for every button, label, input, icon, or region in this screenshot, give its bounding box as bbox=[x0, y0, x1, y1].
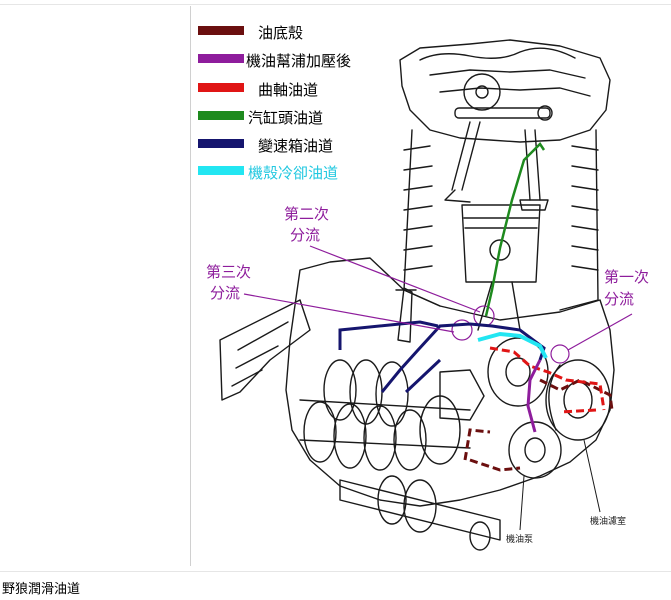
label-third-split-line2: 分流 bbox=[210, 284, 240, 302]
legend-label-oil-pan: 油底殼 bbox=[258, 24, 303, 42]
leader-third-split bbox=[243, 293, 455, 333]
legend-label-cylinder-head-passage: 汽缸頭油道 bbox=[248, 109, 323, 127]
annotations: 第二次 分流 第三次 分流 第一次 分流 機油濾室 機油泵 bbox=[206, 205, 649, 545]
bottom-divider bbox=[0, 571, 671, 572]
leader-oil-filter-room bbox=[583, 439, 601, 513]
legend-swatch-cylinder-head-passage bbox=[198, 111, 244, 120]
leader-second-split bbox=[309, 245, 481, 313]
split-point-first bbox=[550, 344, 570, 364]
label-second-split-line2: 分流 bbox=[290, 226, 320, 244]
gearbox-gears bbox=[299, 359, 471, 471]
cylinder-barrel bbox=[403, 129, 599, 311]
legend-swatch-pump-pressurized bbox=[198, 54, 244, 63]
legend-label-gearbox-passage: 變速箱油道 bbox=[258, 137, 333, 155]
engine-mount-left bbox=[219, 299, 311, 401]
figure-caption: 野狼潤滑油道 bbox=[2, 582, 81, 597]
label-first-split-line1: 第一次 bbox=[604, 268, 649, 286]
valve-right bbox=[524, 129, 541, 201]
engine-lubrication-diagram: 油底殼 機油幫浦加壓後 曲軸油道 汽缸頭油道 變速箱油道 機殼冷卻油道 bbox=[198, 24, 649, 551]
legend-swatch-crankshaft-passage bbox=[198, 83, 244, 92]
legend-swatch-gearbox-passage bbox=[198, 139, 244, 148]
figure-left-border bbox=[190, 6, 191, 566]
oil-filter-cover bbox=[545, 359, 611, 441]
legend-label-case-cooling-passage: 機殼冷卻油道 bbox=[248, 164, 338, 182]
pump-pressurized-passage bbox=[526, 359, 542, 433]
top-divider bbox=[0, 4, 671, 5]
legend-label-pump-pressurized: 機油幫浦加壓後 bbox=[246, 52, 351, 70]
cylinder-head-outline bbox=[399, 39, 611, 143]
label-third-split-line1: 第三次 bbox=[206, 263, 251, 281]
gearbox-passage-branch bbox=[404, 358, 442, 394]
valve-left bbox=[451, 121, 481, 191]
cylinder-fins-left bbox=[403, 145, 433, 271]
rocker-shaft bbox=[454, 107, 551, 119]
spark-plug bbox=[397, 287, 413, 343]
leader-first-split bbox=[567, 313, 633, 351]
leader-oil-pump bbox=[519, 475, 525, 531]
label-oil-pump: 機油泵 bbox=[506, 533, 533, 545]
label-first-split-line2: 分流 bbox=[604, 290, 634, 308]
cylinder-fins-right bbox=[571, 145, 599, 271]
crankshaft-passage bbox=[489, 346, 606, 414]
legend-swatch-oil-pan bbox=[198, 26, 244, 35]
split-point-third bbox=[451, 319, 473, 341]
valve-cover-contour bbox=[419, 47, 576, 61]
label-oil-filter-room: 機油濾室 bbox=[590, 515, 626, 527]
oil-pump-housing bbox=[508, 421, 562, 479]
cam-sprocket bbox=[463, 73, 501, 111]
clutch-hub bbox=[439, 369, 485, 421]
output-shaft bbox=[339, 475, 501, 551]
case-cooling-passage bbox=[477, 331, 548, 359]
crankcase-outline bbox=[285, 257, 615, 507]
gearbox-passage bbox=[338, 320, 546, 393]
oil-pan-passage bbox=[463, 378, 614, 472]
legend: 油底殼 機油幫浦加壓後 曲軸油道 汽缸頭油道 變速箱油道 機殼冷卻油道 bbox=[198, 24, 351, 182]
piston bbox=[461, 204, 541, 283]
cylinder-head-passage bbox=[484, 142, 546, 317]
label-second-split-line1: 第二次 bbox=[284, 205, 329, 223]
legend-swatch-case-cooling-passage bbox=[198, 166, 244, 175]
legend-label-crankshaft-passage: 曲軸油道 bbox=[258, 81, 318, 99]
